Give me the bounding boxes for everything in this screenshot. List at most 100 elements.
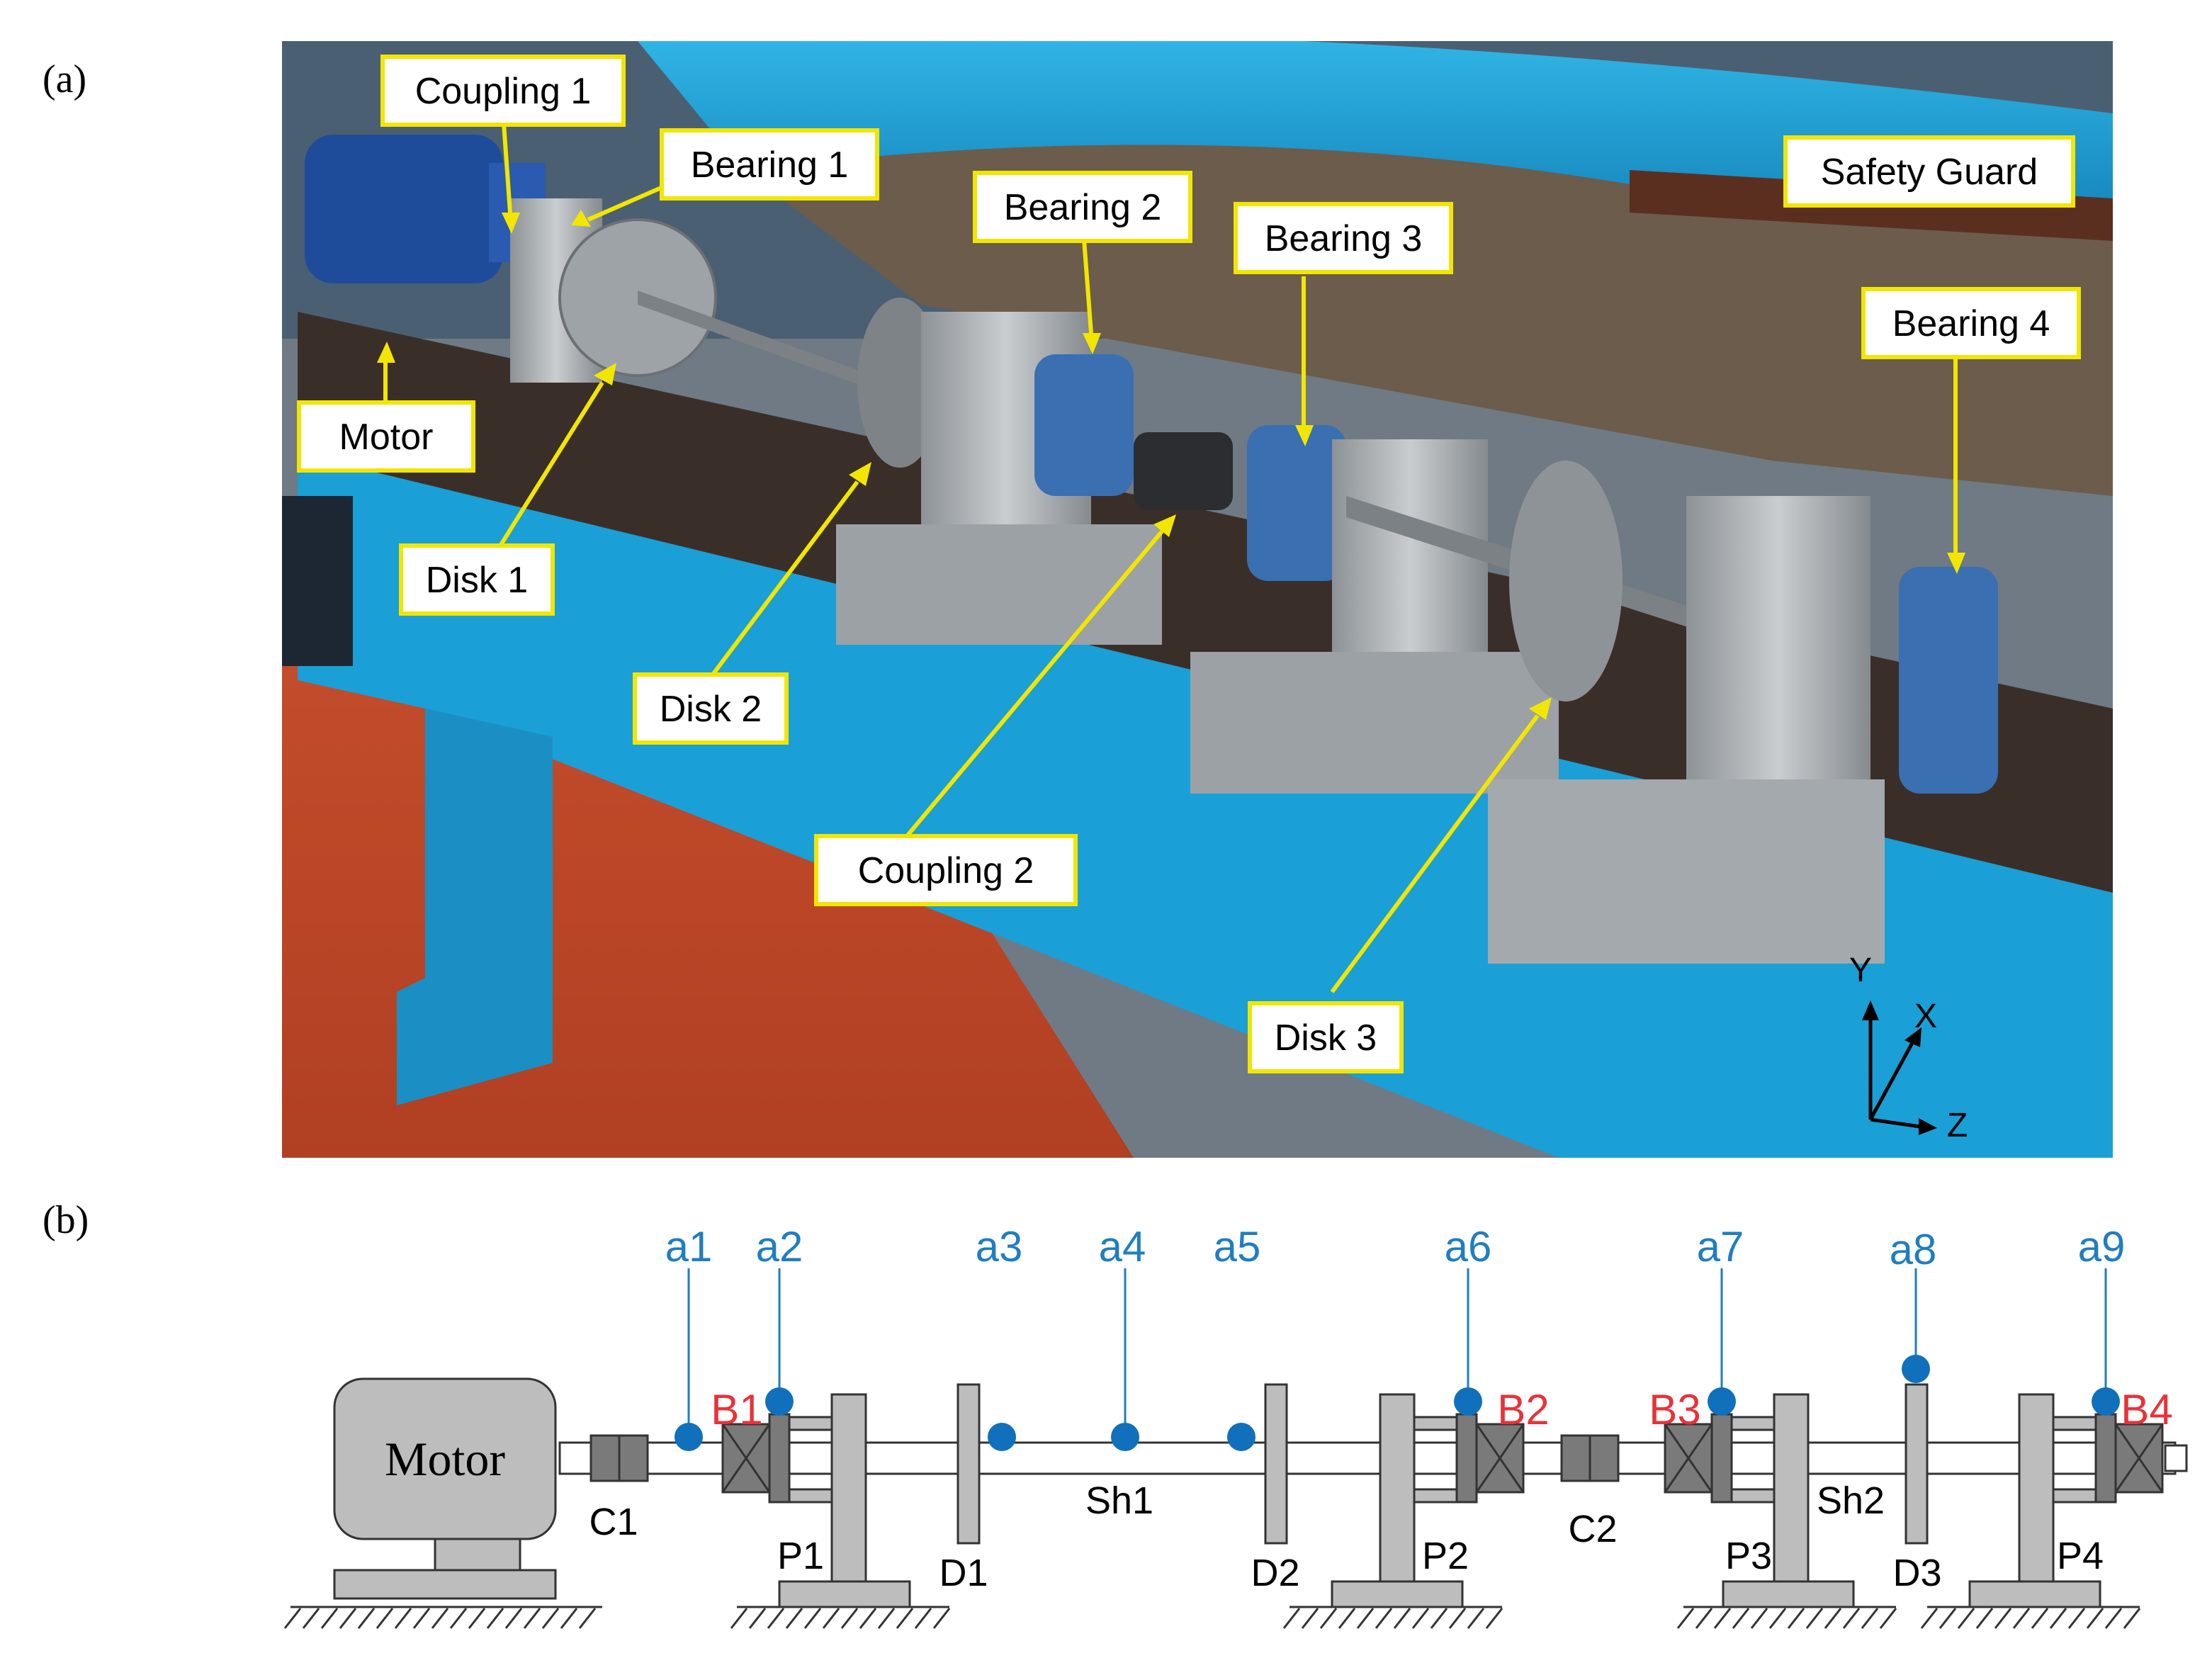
ground-hatch-mark: [449, 1608, 468, 1629]
ground-hatch-mark: [1448, 1608, 1467, 1629]
arrow-bearing1: [587, 184, 667, 222]
label-a2: a2: [756, 1223, 803, 1270]
ground-hatch-mark: [283, 1608, 302, 1629]
arrowhead-disk3: [1529, 697, 1552, 720]
motor-label: Motor: [385, 1432, 505, 1486]
ground-hatch-mark: [1975, 1608, 1994, 1629]
ground-hatch-mark: [468, 1608, 486, 1629]
motor-block: Motor: [333, 1377, 557, 1600]
label-sh1: Sh1: [1085, 1479, 1153, 1522]
ground-hatch-mark: [541, 1608, 560, 1629]
ground-hatch-mark: [1824, 1608, 1842, 1629]
ground-hatch-mark: [504, 1608, 523, 1629]
callout-motor: Motor: [297, 400, 475, 473]
label-a6: a6: [1445, 1223, 1492, 1270]
ground-hatch-mark: [376, 1608, 394, 1629]
pedestal-p3: [1722, 1393, 1855, 1608]
ground-hatch-mark: [1411, 1608, 1430, 1629]
arrow-disk1: [494, 381, 604, 554]
ground-hatch-mark: [1319, 1608, 1338, 1629]
ground-hatch-mark: [1676, 1608, 1695, 1629]
ground-hatch-mark: [730, 1608, 748, 1629]
axis-y-label: Y: [1849, 952, 1872, 989]
callout-disk3-text: Disk 3: [1275, 1017, 1377, 1059]
sensor-a9: a9: [2078, 1223, 2126, 1416]
pedestal-p1: [778, 1393, 911, 1608]
ground-hatch-mark: [2012, 1608, 2031, 1629]
ground-hatch-mark: [339, 1608, 357, 1629]
ground-hatch-mark: [1805, 1608, 1824, 1629]
callout-bearing1: Bearing 1: [660, 128, 879, 201]
label-p4: P4: [2057, 1535, 2104, 1577]
ground-hatch-mark: [1939, 1608, 1957, 1629]
label-b4: B4: [2121, 1386, 2172, 1433]
label-a9: a9: [2078, 1223, 2126, 1270]
callout-bearing2: Bearing 2: [973, 171, 1192, 243]
pedestal-p2: [1331, 1393, 1464, 1608]
sensor-a2: a2: [756, 1223, 803, 1416]
ground-hatch-mark: [1861, 1608, 1879, 1629]
label-p3: P3: [1725, 1535, 1772, 1577]
ground-hatch-mark: [1920, 1608, 1939, 1629]
ground-hatch-mark: [2123, 1608, 2141, 1629]
label-b3: B3: [1649, 1386, 1700, 1433]
arrowhead-coupling2: [1153, 514, 1176, 537]
callout-safety-guard: Safety Guard: [1783, 135, 2075, 208]
ground-hatch-mark: [896, 1608, 914, 1629]
sensor-a7: a7: [1697, 1223, 1744, 1416]
ground-hatch-mark: [1957, 1608, 1975, 1629]
sensor-a1: a1: [665, 1223, 712, 1451]
label-p2: P2: [1422, 1535, 1469, 1577]
ground-hatch-mark: [1301, 1608, 1319, 1629]
disk-d1: [957, 1383, 981, 1545]
arrowhead-coupling1: [502, 213, 520, 234]
sensor-a3: a3: [976, 1223, 1023, 1451]
ground-hatch-mark: [1879, 1608, 1897, 1629]
ground-hatch-mark: [914, 1608, 932, 1629]
arrowhead-motor: [377, 342, 395, 363]
ground-hatch-mark: [1732, 1608, 1750, 1629]
callout-bearing2-text: Bearing 2: [1004, 187, 1162, 228]
label-a3: a3: [976, 1223, 1023, 1270]
label-d2: D2: [1251, 1552, 1299, 1594]
axis-x-label: X: [1914, 998, 1937, 1035]
callout-coupling2-text: Coupling 2: [858, 850, 1034, 891]
ground-hatch-mark: [803, 1608, 822, 1629]
ground-hatch-mark: [2067, 1608, 2086, 1629]
label-c1: C1: [589, 1501, 638, 1543]
arrowhead-bearing1: [571, 210, 591, 227]
callout-arrows: [377, 113, 1965, 993]
callout-coupling2: Coupling 2: [814, 834, 1078, 906]
ground-hatch-mark: [523, 1608, 541, 1629]
sensor-a4: a4: [1099, 1223, 1146, 1451]
arrowhead-bearing4: [1947, 553, 1965, 574]
ground-hatch-mark: [822, 1608, 840, 1629]
ground-hatch-mark: [1338, 1608, 1356, 1629]
callout-disk1-text: Disk 1: [426, 560, 528, 601]
label-sh2: Sh2: [1817, 1479, 1885, 1522]
disk-d2: [1264, 1383, 1288, 1545]
arrowhead-disk1: [594, 363, 616, 385]
arrowhead-bearing3: [1295, 425, 1314, 446]
ground-hatch-mark: [932, 1608, 951, 1629]
callout-bearing1-text: Bearing 1: [691, 145, 849, 186]
panel-a-label: (a): [43, 57, 86, 101]
bearing-b2: [1455, 1413, 1525, 1504]
arrow-disk2: [706, 480, 859, 682]
ground-hatch-mark: [1842, 1608, 1861, 1629]
sensor-a6: a6: [1445, 1223, 1492, 1416]
callout-safety-guard-text: Safety Guard: [1821, 152, 2038, 193]
ground-hatch-mark: [1375, 1608, 1393, 1629]
ground-hatch-mark: [2086, 1608, 2104, 1629]
ground-hatch-marks: [283, 1608, 2141, 1629]
arrow-coupling1: [501, 113, 512, 213]
shaft-end: [2164, 1444, 2188, 1472]
ground-hatch-mark: [859, 1608, 877, 1629]
axis-z-label: Z: [1947, 1107, 1968, 1144]
sensor-a5: a5: [1214, 1223, 1260, 1451]
ground-hatch-mark: [1695, 1608, 1713, 1629]
ground-hatch-mark: [840, 1608, 859, 1629]
coupling-c2: [1560, 1434, 1620, 1482]
arrowhead-bearing2: [1083, 333, 1101, 354]
